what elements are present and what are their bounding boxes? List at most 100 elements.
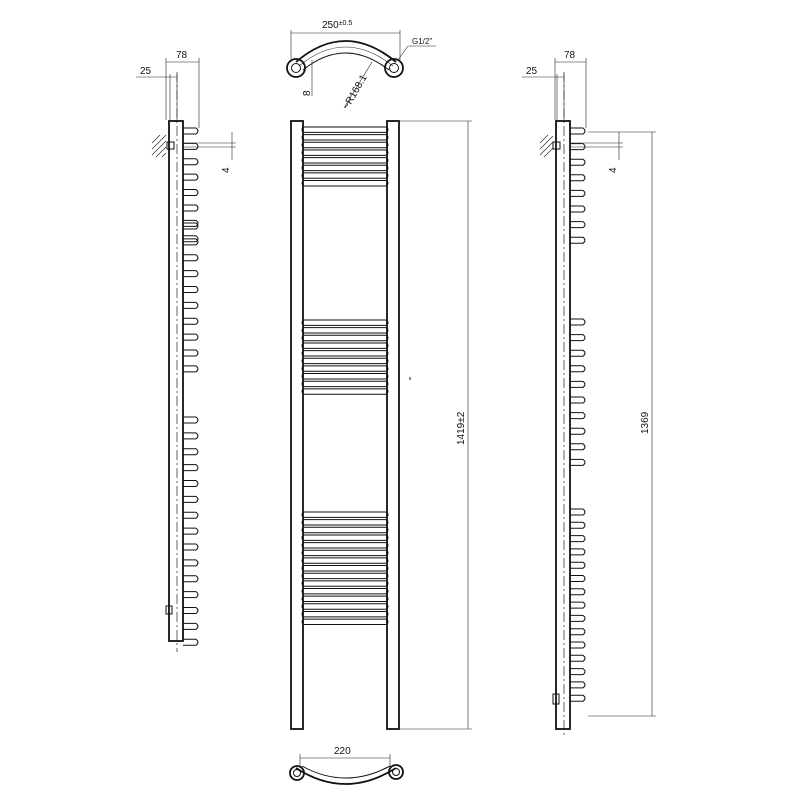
right-tube-stub	[570, 365, 586, 373]
right-tube-stub	[570, 575, 586, 582]
left-tube-stub	[183, 127, 199, 135]
left-tube-stub	[183, 464, 199, 472]
right-tube-stub	[570, 380, 586, 388]
right-tube-stub	[570, 236, 586, 244]
right-4-label: 4	[608, 167, 619, 173]
top-width-label: 250±0.5	[322, 20, 352, 31]
top-arc-inner	[302, 52, 390, 71]
front-tube	[301, 618, 389, 625]
front-left-collector	[290, 120, 304, 730]
right-tube-stub	[570, 412, 586, 420]
front-tube	[301, 350, 389, 357]
radius-leader	[343, 61, 373, 109]
left-tube-stub	[183, 365, 199, 373]
front-tube	[301, 141, 389, 149]
height-centers-label: 1369	[640, 411, 651, 434]
bottom-plan-view: 220	[289, 746, 404, 785]
bottom-left-valve-inner	[293, 769, 301, 777]
offset-8-label: 8	[302, 90, 313, 96]
front-tube	[301, 365, 389, 372]
right-tube-stub	[570, 521, 586, 529]
thread-label: G1/2"	[412, 37, 432, 46]
left-valve-inner	[291, 63, 301, 73]
left-tube-stub	[183, 158, 199, 166]
left-wall-hatch	[151, 134, 167, 158]
left-tube-stub	[183, 333, 199, 341]
left-tube-stub	[183, 349, 199, 357]
left-tube-stub	[183, 638, 199, 646]
right-tube-stub	[570, 158, 586, 166]
right-bracket-bottom	[552, 693, 560, 705]
left-tube-stub	[183, 173, 199, 181]
front-tube	[301, 327, 389, 334]
left-tube-stub	[183, 527, 199, 535]
left-tube-stub	[183, 317, 199, 325]
right-wall-hatch	[539, 134, 554, 158]
right-tube-stub	[570, 458, 586, 466]
bottom-right-valve	[388, 764, 404, 780]
front-tube	[301, 534, 389, 541]
left-tube-stub	[183, 495, 199, 503]
front-tube	[301, 519, 389, 526]
right-tube-stub	[570, 189, 586, 197]
left-tube-stub	[183, 301, 199, 309]
right-tube-stub	[570, 535, 586, 543]
left-tube-stub	[183, 622, 199, 630]
left-tube-stub	[183, 189, 199, 197]
left-tube-stub	[183, 575, 199, 583]
left-78-label: 78	[176, 50, 188, 61]
left-collector	[168, 120, 184, 642]
front-tube	[301, 595, 389, 603]
top-plan-view: 250±0.5 G1/2" ~R168.1 8	[286, 20, 436, 112]
right-tube-stub	[570, 628, 586, 636]
left-tube-stub	[183, 286, 199, 294]
front-tube	[301, 172, 389, 179]
front-view: 1419±2	[290, 120, 472, 730]
left-tube-stub	[183, 448, 199, 456]
right-78-label: 78	[564, 50, 576, 61]
left-tube-stub	[183, 219, 199, 227]
front-tube	[301, 134, 389, 141]
left-tube-stub	[183, 222, 199, 230]
right-tube-stub	[570, 641, 586, 649]
front-tube	[301, 580, 389, 587]
right-tube-stub	[570, 205, 586, 213]
front-tube	[301, 357, 389, 365]
left-tube-stub	[183, 254, 199, 262]
left-tube-stub	[183, 511, 199, 519]
left-25-label: 25	[140, 66, 152, 77]
front-tube	[301, 149, 389, 156]
right-tube-stub	[570, 443, 586, 451]
right-wall-block	[552, 141, 561, 150]
radius-label: ~R168.1	[341, 73, 370, 112]
left-tube-stub	[183, 591, 199, 599]
front-tube	[301, 526, 389, 534]
front-tube	[301, 126, 389, 133]
left-tube-stub	[183, 607, 199, 615]
bottom-right-valve-inner	[392, 768, 400, 776]
right-tube-stub	[570, 174, 586, 182]
right-tube-stub	[570, 681, 586, 689]
front-tube	[301, 380, 389, 388]
right-tube-stub	[570, 318, 586, 326]
front-tube	[301, 164, 389, 172]
front-tube	[301, 388, 389, 395]
bottom-arc-outer	[295, 767, 397, 785]
right-tube-stub	[570, 334, 586, 342]
bottom-width-label: 220	[334, 746, 351, 757]
front-tube	[301, 319, 389, 326]
right-tube-stub	[570, 221, 586, 229]
front-tube	[301, 342, 389, 349]
front-tube	[301, 180, 389, 187]
thread-leader	[397, 45, 409, 61]
front-tube	[301, 603, 389, 610]
left-tube-stub	[183, 235, 199, 243]
front-tube	[301, 557, 389, 564]
front-tube	[301, 588, 389, 595]
right-tube-stub	[570, 561, 586, 569]
front-tube	[301, 373, 389, 380]
top-arc-outer	[295, 40, 397, 63]
right-tube-stub	[570, 396, 586, 404]
right-tube-stub	[570, 668, 586, 676]
